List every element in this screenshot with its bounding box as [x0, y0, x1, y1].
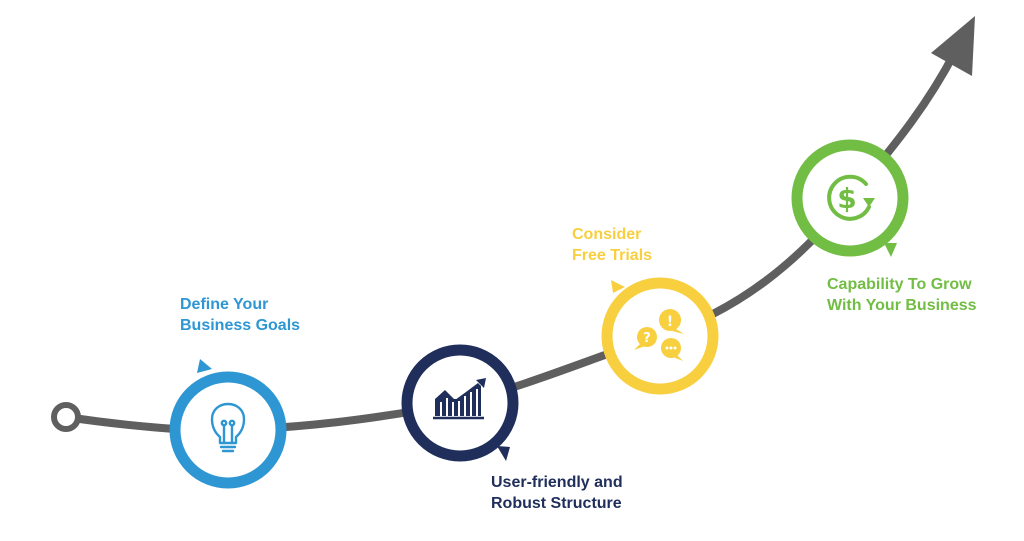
step-3-node: ! ? [601, 277, 719, 395]
lightbulb-icon [210, 402, 246, 453]
step-4-node: $ [791, 139, 909, 257]
dollar-cycle-icon: $ [827, 174, 875, 221]
step-3-label-line2: Free Trials [572, 247, 653, 264]
step-3-label: Consider Free Trials [572, 224, 652, 266]
svg-text:?: ? [643, 331, 651, 346]
step-3-label-line1: Consider [572, 226, 642, 243]
step-1-node [169, 359, 287, 489]
svg-text:$: $ [837, 182, 856, 215]
step-4-pointer-icon [884, 243, 897, 257]
step-4-label: Capability To Grow With Your Business [827, 274, 977, 316]
speech-bubbles-icon: ! ? [634, 309, 684, 361]
step-2-label-line2: Robust Structure [491, 495, 622, 512]
step-1-label-line2: Business Goals [180, 317, 301, 334]
step-2-label-line1: User-friendly and [491, 474, 623, 491]
svg-text:!: ! [667, 314, 673, 330]
step-2-label: User-friendly and Robust Structure [491, 472, 623, 514]
step-2-pointer-icon [497, 446, 510, 461]
step-4-label-line2: With Your Business [827, 297, 977, 314]
step-1-label-line1: Define Your [180, 296, 269, 313]
step-3-pointer-icon [611, 280, 625, 293]
start-node-icon [51, 402, 81, 432]
arrow-head-icon [931, 16, 975, 76]
step-1-pointer-icon [197, 359, 212, 373]
step-4-label-line1: Capability To Grow [827, 276, 972, 293]
step-2-node [401, 344, 519, 462]
step-1-label: Define Your Business Goals [180, 294, 300, 336]
bar-chart-growth-icon [433, 378, 486, 420]
